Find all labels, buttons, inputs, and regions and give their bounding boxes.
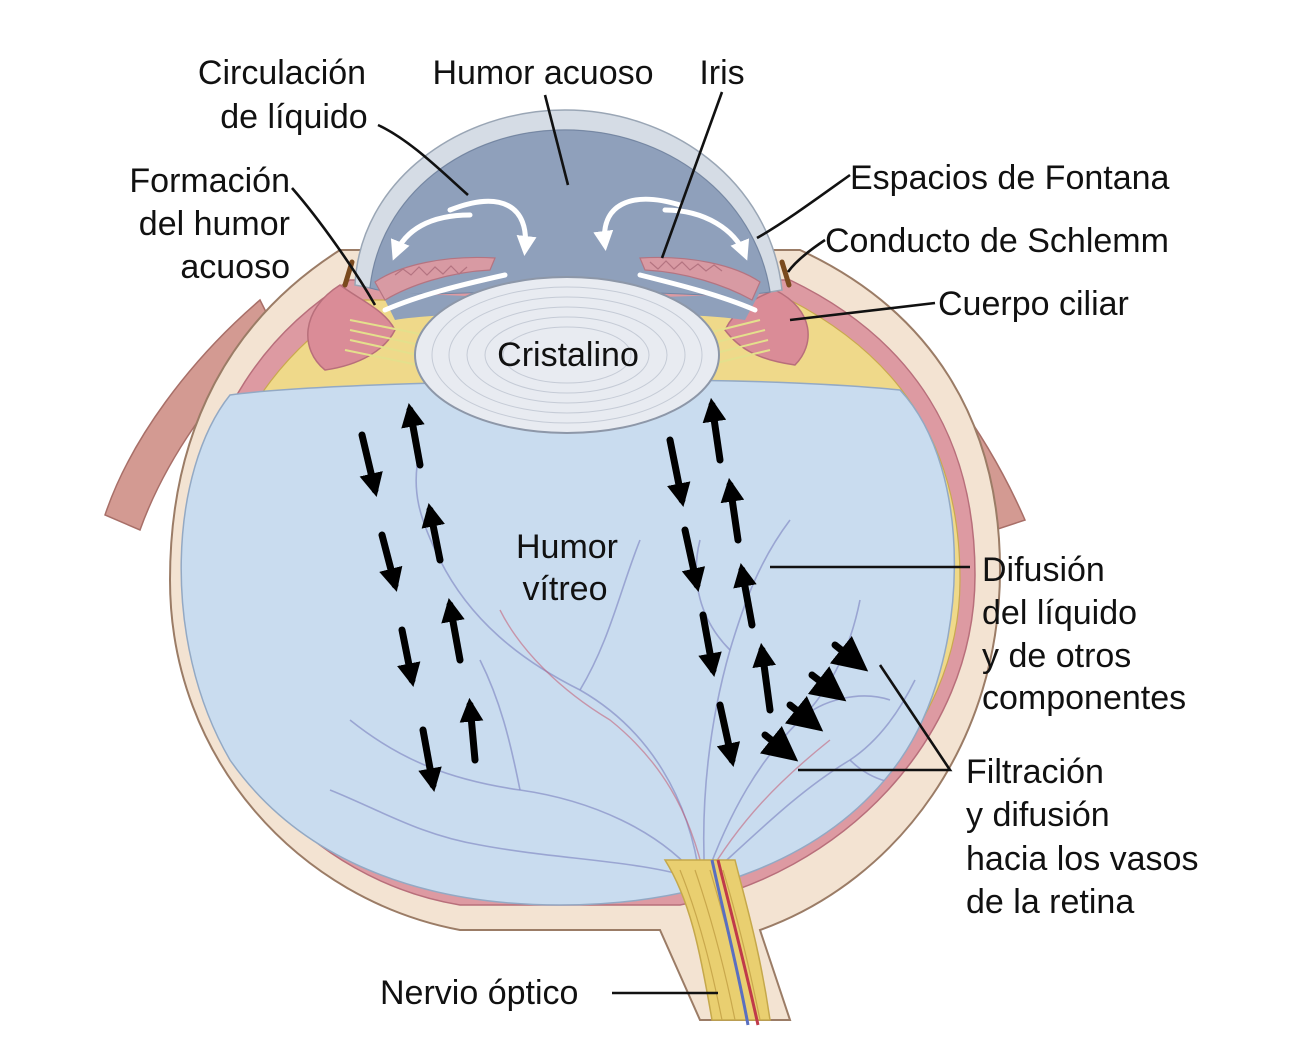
label-difusion-3: y de otros (982, 637, 1131, 675)
ciliary-body-left (307, 284, 396, 371)
label-nervio-optico: Nervio óptico (380, 974, 578, 1012)
label-humor-vitreo-1: Humor (516, 528, 618, 566)
label-formacion-2: del humor (139, 205, 290, 243)
aqueous-flow-arrows (382, 196, 758, 313)
leader-lines (291, 91, 970, 995)
schlemm-canal-right (779, 259, 792, 288)
central-retinal-vein (710, 859, 750, 1026)
label-conducto-schlemm: Conducto de Schlemm (825, 222, 1169, 260)
label-humor-vitreo-2: vítreo (522, 570, 607, 608)
iris-right (639, 256, 761, 301)
label-cuerpo-ciliar: Cuerpo ciliar (938, 285, 1129, 323)
vitreous-diffusion-arrows (358, 397, 869, 793)
optic-nerve-fibers (679, 869, 761, 1021)
zonules-right (699, 319, 771, 366)
label-filtracion-4: de la retina (966, 883, 1134, 921)
label-difusion-1: Difusión (982, 551, 1105, 589)
lens-layers (431, 286, 703, 424)
label-filtracion-2: y difusión (966, 796, 1110, 834)
central-retinal-artery (716, 859, 760, 1026)
label-cristalino: Cristalino (497, 336, 639, 374)
label-difusion-2: del líquido (982, 594, 1137, 632)
label-formacion-1: Formación (129, 162, 290, 200)
label-circulacion-2: de líquido (220, 98, 367, 136)
zonules-left (344, 319, 426, 366)
label-circulacion-1: Circulación (198, 54, 366, 92)
label-humor-acuoso: Humor acuoso (432, 54, 653, 92)
label-formacion-3: acuoso (180, 248, 290, 286)
lens (414, 276, 720, 434)
label-espacios-fontana: Espacios de Fontana (850, 159, 1170, 197)
label-filtracion-3: hacia los vasos (966, 840, 1198, 878)
label-difusion-4: componentes (982, 679, 1186, 717)
label-filtracion-1: Filtración (966, 753, 1104, 791)
label-iris: Iris (699, 54, 744, 92)
iris-texture (394, 260, 723, 276)
